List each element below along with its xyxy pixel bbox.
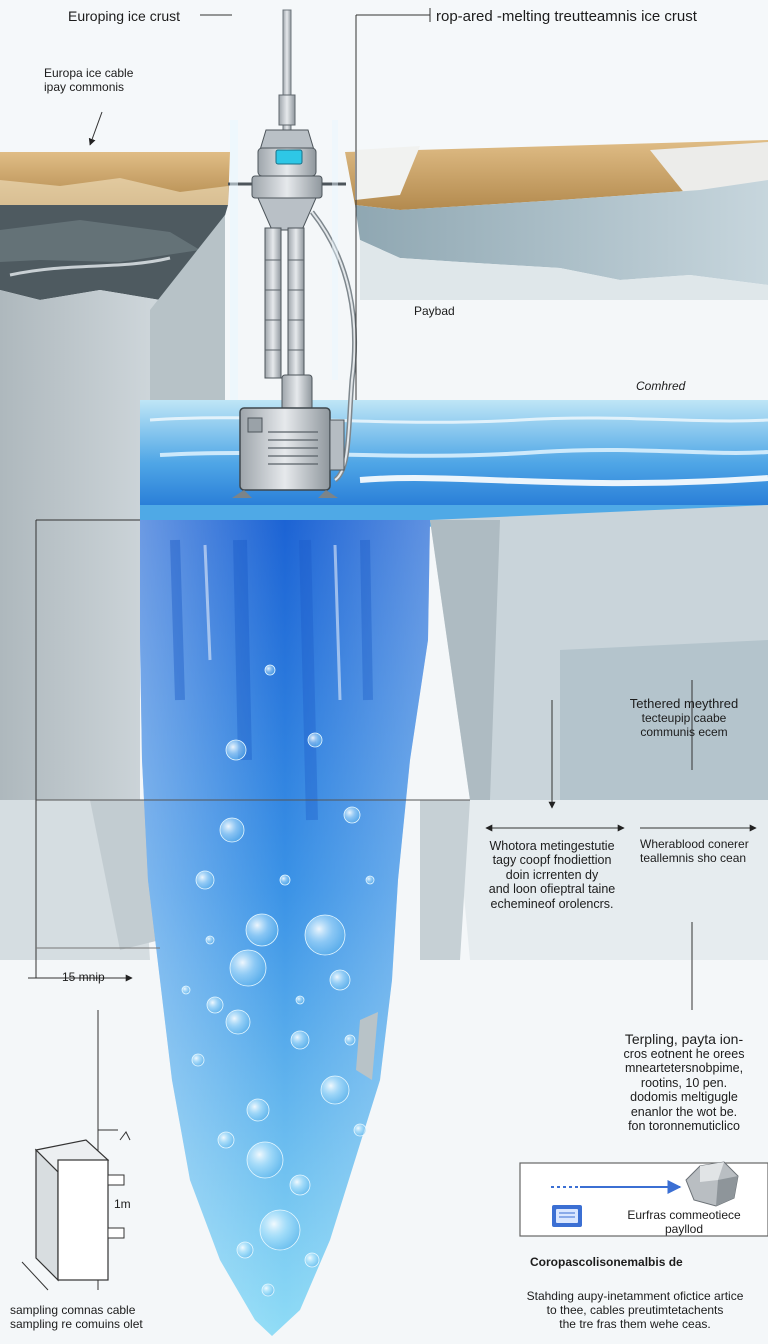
label-whereblood-line2: teallemnis sho cean bbox=[640, 850, 747, 865]
melt-probe bbox=[228, 9, 358, 498]
label-sampling-left-line1: sampling comnas cable bbox=[10, 1303, 136, 1317]
label-depth: 15 mnip bbox=[62, 970, 105, 984]
label-bottom-desc: Stahding aupy-inetamment ofictice artice… bbox=[502, 1289, 768, 1331]
bubbles bbox=[181, 664, 375, 1297]
label-sampling-right-line2: cros eotnent he orees bbox=[623, 1047, 745, 1062]
label-bottom-desc-line1: Stahding aupy-inetamment ofictice artice bbox=[526, 1289, 744, 1303]
title-left: Europing ice crust bbox=[68, 8, 181, 24]
label-sampling-right-line6: enanlor the wot be. bbox=[630, 1104, 738, 1119]
label-tethered-line2: tecteupip caabe bbox=[641, 710, 727, 725]
label-whereblood-line1: Wherablood conerer bbox=[640, 837, 749, 851]
label-sampling-right-line4: rootins, 10 pen. bbox=[640, 1075, 728, 1090]
label-tethered-line3: communis ecem bbox=[640, 724, 728, 739]
label-box-caption-line1: Eurfras commeotiece bbox=[627, 1208, 741, 1222]
label-sampling-right-line1: Terpling, payta ion- bbox=[624, 1031, 744, 1047]
label-melting-line5: echemineof orolencrs. bbox=[490, 896, 614, 911]
label-melting-line4: and loon ofieptral taine bbox=[488, 882, 616, 897]
label-sampling-left: sampling comnas cable sampling re comuin… bbox=[10, 1303, 143, 1332]
label-bottom-desc-line3: the tre fras them wehe ceas. bbox=[559, 1316, 711, 1331]
label-cable-line2: ipay commonis bbox=[44, 79, 125, 94]
label-cable-line1: Europa ice cable bbox=[44, 66, 134, 80]
ice-chunk-icon bbox=[685, 1161, 739, 1207]
label-sampling-right: Terpling, payta ion- cros eotnent he ore… bbox=[600, 1031, 768, 1133]
label-sampling-right-line7: fon toronnemuticlico bbox=[628, 1118, 740, 1133]
payload-card-icon bbox=[552, 1205, 582, 1227]
label-bottom-title: Coropascolisonemalbis de bbox=[530, 1255, 683, 1269]
label-payload-mid: Paybad bbox=[414, 304, 455, 318]
annotation-lines bbox=[28, 8, 757, 1290]
label-combined: Comhred bbox=[636, 379, 686, 393]
water-column bbox=[140, 520, 430, 1336]
title-right: rop-ared -melting treutteamnis ice crust bbox=[436, 8, 697, 25]
melt-surface bbox=[140, 400, 768, 528]
label-melting-line3: doin icrrenten dy bbox=[505, 867, 599, 882]
label-sampling-left-line2: sampling re comuins olet bbox=[10, 1316, 143, 1331]
label-cable: Europa ice cable ipay commonis bbox=[44, 66, 134, 95]
sampling-box bbox=[21, 1131, 131, 1291]
label-melting: Whotora metingestutie tagy coopf fnodiet… bbox=[470, 839, 634, 911]
label-box-caption: Eurfras commeotiece payllod bbox=[600, 1208, 768, 1237]
label-melting-line2: tagy coopf fnodiettion bbox=[492, 853, 612, 868]
label-box-caption-line2: payllod bbox=[664, 1221, 704, 1236]
label-bottom-desc-line2: to thee, cables preutimtetachents bbox=[546, 1302, 724, 1317]
label-sampling-right-line3: mneartetersnobpime, bbox=[624, 1061, 744, 1076]
label-sampling-right-line5: dodomis meltigugle bbox=[630, 1090, 738, 1105]
right-ice-block bbox=[345, 140, 768, 300]
label-tethered: Tethered meythred tecteupip caabe commun… bbox=[600, 696, 768, 740]
right-lower-ice bbox=[420, 505, 768, 960]
label-whereblood: Wherablood conerer teallemnis sho cean bbox=[640, 837, 749, 866]
payload-card-box bbox=[519, 1161, 768, 1237]
label-melting-line1: Whotora metingestutie bbox=[489, 839, 615, 853]
label-tethered-line1: Tethered meythred bbox=[629, 696, 739, 711]
label-lm: 1m bbox=[114, 1197, 131, 1211]
